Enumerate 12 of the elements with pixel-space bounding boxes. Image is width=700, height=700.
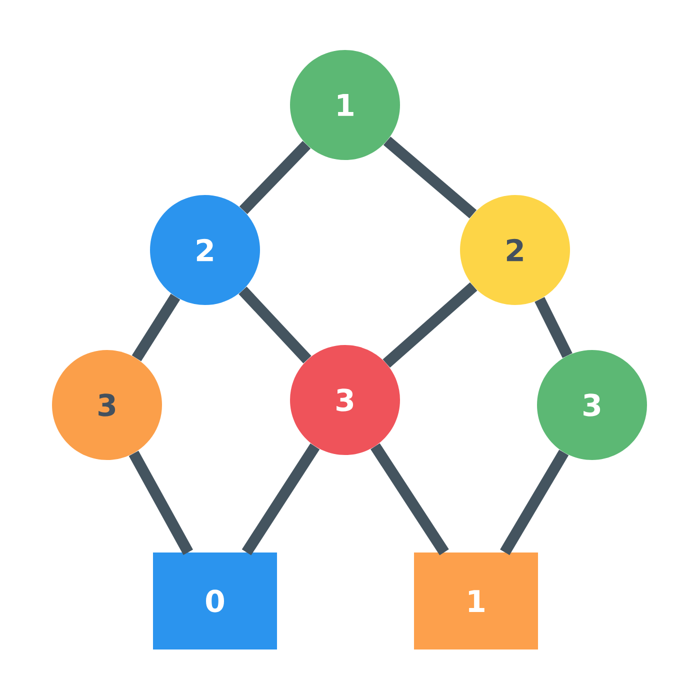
number-square: 0 xyxy=(153,552,277,650)
connector-line xyxy=(383,136,477,218)
connector-line xyxy=(242,443,320,556)
number-square: 1 xyxy=(414,552,538,650)
connector-line xyxy=(534,296,572,358)
connector-line xyxy=(238,286,312,364)
connector-line xyxy=(239,140,311,214)
connector-line xyxy=(132,294,180,362)
connector-line xyxy=(382,282,478,368)
connector-line xyxy=(128,450,194,555)
connector-line xyxy=(500,450,569,556)
connector-line xyxy=(370,443,449,556)
